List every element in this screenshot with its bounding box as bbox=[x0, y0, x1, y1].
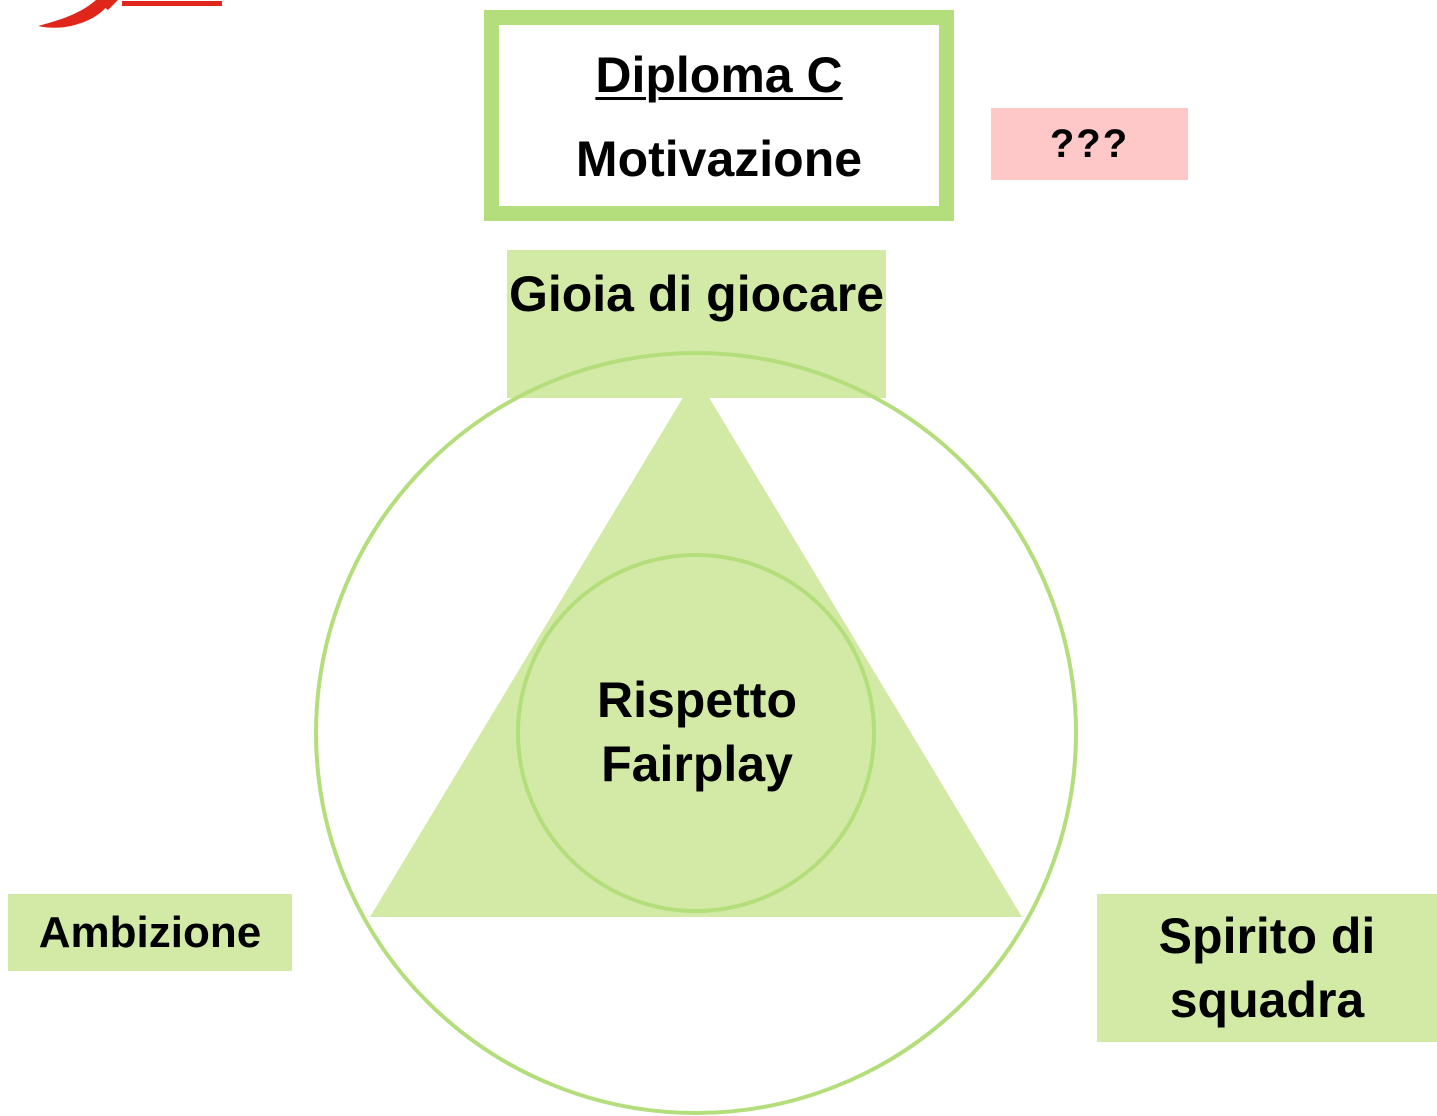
logo-wordmark bbox=[122, 1, 222, 6]
logo bbox=[38, 0, 222, 28]
diagram-triangle bbox=[370, 376, 1022, 917]
logo-swoosh-accent-icon bbox=[96, 0, 118, 10]
diagram-outer-circle bbox=[314, 351, 1078, 1115]
label-spirito-text: Spirito di squadra bbox=[1158, 908, 1376, 1028]
title-motivazione: Motivazione bbox=[575, 131, 863, 187]
label-spirito-di-squadra: Spirito di squadra bbox=[1097, 894, 1437, 1042]
title-diploma: Diploma C bbox=[595, 47, 843, 103]
label-ambizione: Ambizione bbox=[8, 894, 292, 971]
question-badge-text: ??? bbox=[1049, 121, 1130, 166]
label-ambizione-text: Ambizione bbox=[38, 908, 262, 957]
label-gioia-text: Gioia di giocare bbox=[508, 266, 885, 322]
center-label-rispetto: Rispetto bbox=[597, 672, 797, 728]
question-badge: ??? bbox=[991, 108, 1188, 180]
center-label: Rispetto Fairplay bbox=[547, 668, 847, 796]
center-label-fairplay: Fairplay bbox=[601, 736, 793, 792]
title-box: Diploma C Motivazione bbox=[484, 10, 954, 221]
logo-swoosh-icon bbox=[38, 0, 112, 28]
diagram-inner-circle bbox=[516, 553, 876, 913]
